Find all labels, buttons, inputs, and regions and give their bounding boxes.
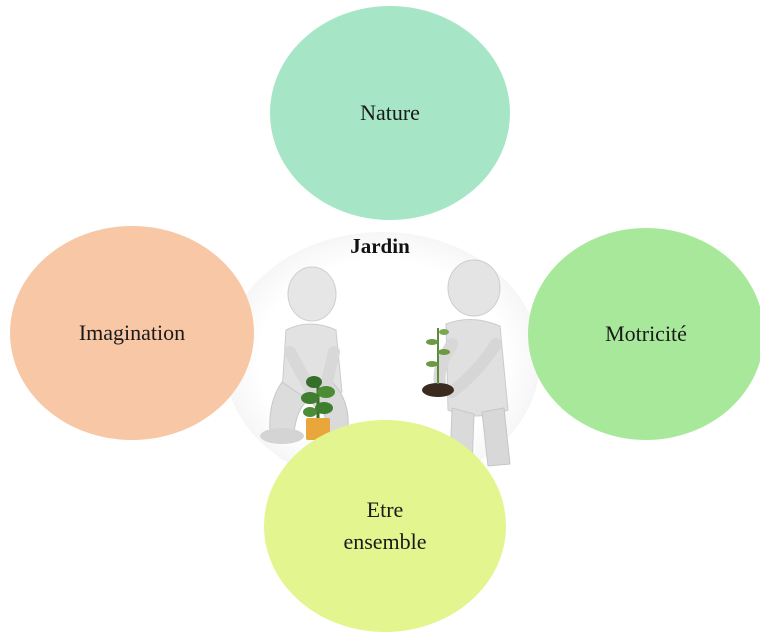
potted-plant [301, 376, 335, 440]
center-title: Jardin [350, 234, 410, 258]
petal-nature: Nature [270, 6, 510, 220]
petal-label: Motricité [605, 321, 687, 346]
petal-motricite: Motricité [528, 228, 760, 440]
gardening-figures-illustration [260, 259, 511, 469]
standing-figure [433, 259, 511, 469]
petal-label: Nature [360, 100, 420, 125]
petal-imagination: Imagination [10, 226, 254, 440]
kneeling-figure [260, 266, 349, 444]
petal-label: Imagination [78, 320, 186, 345]
petal-label-line2: ensemble [343, 529, 427, 554]
petal-etre-ensemble: Etre ensemble [264, 420, 506, 632]
petal-label-line1: Etre [366, 497, 404, 522]
seedling-with-soil [422, 328, 454, 397]
